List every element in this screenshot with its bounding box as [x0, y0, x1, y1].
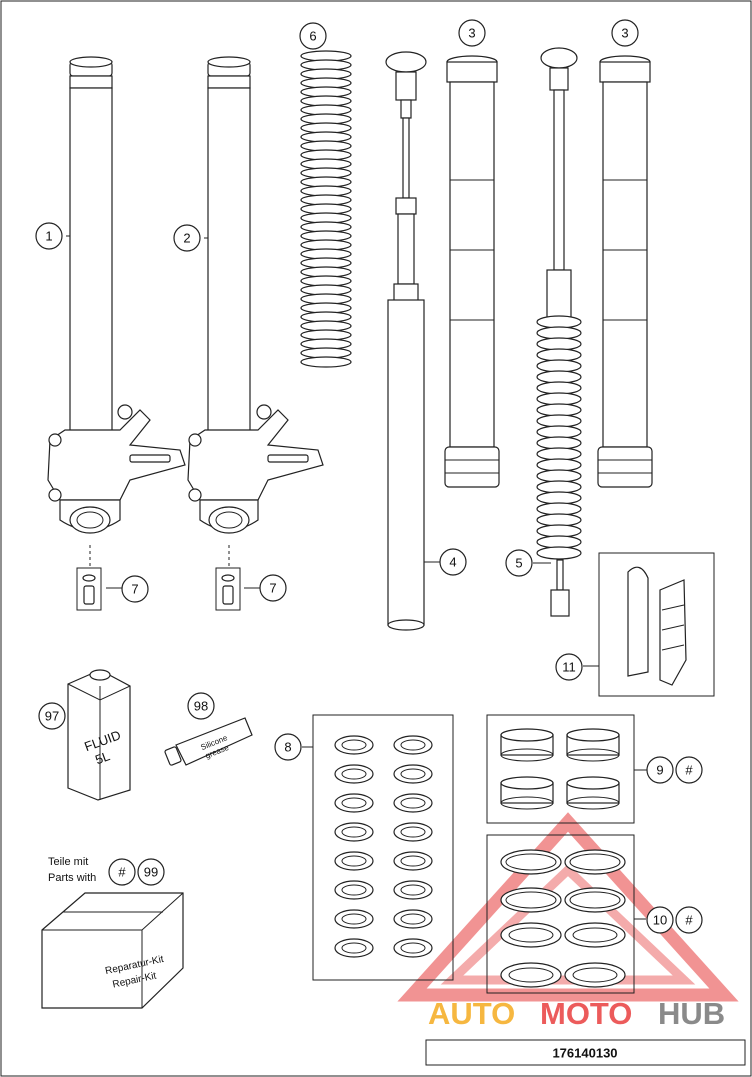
callout-2: 2	[173, 224, 201, 252]
callout-99: 99	[137, 858, 165, 886]
callout-99-text: 99	[144, 865, 158, 880]
callout-10-hash: #	[675, 906, 703, 934]
callout-97: 97	[38, 702, 66, 730]
fork-leg-left	[47, 56, 186, 534]
fluid-volume-label: 5L	[93, 748, 112, 767]
callout-2-text: 2	[183, 231, 190, 246]
part-number-box: 176140130	[425, 1039, 746, 1066]
callout-99-hash-text: #	[118, 865, 126, 880]
callout-3a-text: 3	[468, 26, 475, 41]
bolt-with-washer-right	[215, 545, 241, 611]
callout-10: 10	[646, 906, 674, 934]
callout-1-text: 1	[45, 229, 52, 244]
callout-1: 1	[35, 222, 63, 250]
callout-11-text: 11	[562, 660, 576, 675]
callout-labels: 1 2 3 3 4 5 6 7 7 8 9 #10 #11 97 98 #99	[35, 19, 703, 934]
callout-8: 8	[274, 733, 302, 761]
rings-box	[312, 714, 454, 981]
callout-9-hash: #	[675, 756, 703, 784]
callout-97-text: 97	[45, 709, 59, 724]
callout-7a-text: 7	[131, 582, 138, 597]
grease-tube: Silicone grease	[164, 717, 253, 766]
repair-kit-box: Reparatur-Kit Repair-Kit	[41, 892, 184, 1009]
callout-10-text: 10	[653, 913, 667, 928]
callout-9: 9	[646, 756, 674, 784]
bushing-set	[486, 714, 635, 824]
callout-98-text: 98	[194, 699, 208, 714]
callout-6-text: 6	[309, 29, 316, 44]
callout-3b: 3	[611, 19, 639, 47]
teile-mit-text: Teile mit	[48, 856, 88, 868]
fork-leg-right	[187, 56, 324, 534]
callout-7b-text: 7	[269, 581, 276, 596]
callout-5-text: 5	[515, 556, 522, 571]
inner-tube-right	[597, 55, 653, 488]
callout-9-hash-text: #	[685, 763, 693, 778]
callout-3b-text: 3	[621, 26, 628, 41]
parts-with-text: Parts with	[48, 872, 96, 884]
part-number: 176140130	[552, 1046, 617, 1061]
inner-tube-left	[444, 55, 500, 488]
fork-spring	[300, 50, 352, 368]
callout-98: 98	[187, 692, 215, 720]
damper-cartridge	[385, 51, 427, 631]
fork-guard-set	[598, 552, 715, 697]
fork-oil-can: FLUID 5L	[67, 669, 131, 801]
callout-4-text: 4	[449, 555, 456, 570]
cartridge-with-spring	[536, 47, 582, 617]
watermark-auto: AUTO	[428, 996, 515, 1031]
shim-rings	[334, 735, 433, 958]
leader-lines	[66, 235, 647, 920]
callout-11: 11	[555, 653, 583, 681]
callout-3a: 3	[458, 19, 486, 47]
watermark-hub: HUB	[658, 996, 725, 1031]
callout-99-hash: #	[108, 858, 136, 886]
bolt-with-washer-left	[76, 545, 102, 611]
callout-8-text: 8	[284, 740, 291, 755]
callout-10-hash-text: #	[685, 913, 693, 928]
callout-7b: 7	[259, 574, 287, 602]
watermark-text: AUTO MOTO HUB	[428, 996, 725, 1031]
callout-4: 4	[439, 548, 467, 576]
watermark-moto: MOTO	[540, 996, 632, 1031]
callout-9-text: 9	[656, 763, 663, 778]
seal-set	[486, 834, 635, 994]
callout-7a: 7	[121, 575, 149, 603]
callout-5: 5	[505, 549, 533, 577]
callout-6: 6	[299, 22, 327, 50]
